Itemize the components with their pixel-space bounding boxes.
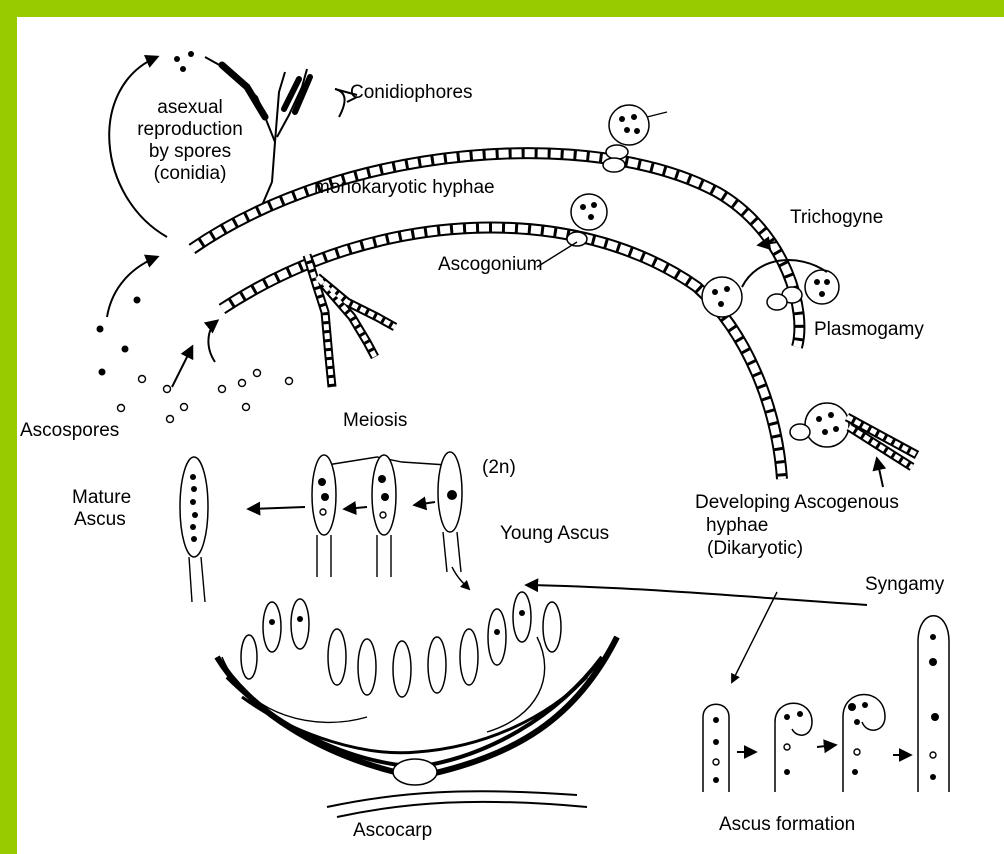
ascus-formation-label: Ascus formation [719,814,855,836]
conidiophores-label: Conidiophores [350,82,473,104]
ascospores-label: Ascospores [20,420,119,442]
syngamy-label: Syngamy [865,574,944,596]
mature-ascus [180,457,208,602]
young-ascus-label: Young Ascus [500,523,609,545]
ascospores-dots [118,370,293,423]
branch-hyphae [307,255,395,387]
ascospore-arrow [172,347,192,387]
plasmogamy-label: Plasmogamy [814,319,924,341]
conidia-arrow-lower [107,257,157,317]
developing-label-2: hyphae [706,515,768,537]
asexual-label-3: by spores [115,141,265,163]
ascogonium-label: Ascogonium [438,254,543,276]
ascocarp-asci [241,592,561,697]
syngamy-arrow [527,585,867,605]
formation-pointer [732,592,777,682]
diagram-panel: Conidiophores asexual reproduction by sp… [17,17,1004,854]
meiosis-asci [249,452,469,589]
mature-ascus-label-1: Mature [72,487,131,509]
two-n-label: (2n) [482,457,516,479]
monokaryotic-label: monokaryotic hyphae [314,177,495,199]
meiosis-label: Meiosis [343,410,407,432]
asexual-label-2: reproduction [115,119,265,141]
trichogyne-label: Trichogyne [790,207,883,229]
ascus-formation-sequence [703,616,949,792]
asexual-label-1: asexual [115,97,265,119]
outer-hypha [192,153,799,347]
germination-arrow [208,321,217,362]
developing-label-3: (Dikaryotic) [707,538,803,560]
developing-label-1: Developing Ascogenous [695,492,899,514]
ascocarp-label: Ascocarp [353,820,432,842]
ascogenous-structure [790,403,917,487]
mature-ascus-label-2: Ascus [74,509,126,531]
ascocarp-structure [217,592,617,817]
plasmogamy-structure [702,242,839,317]
asexual-label-4: (conidia) [115,163,265,185]
